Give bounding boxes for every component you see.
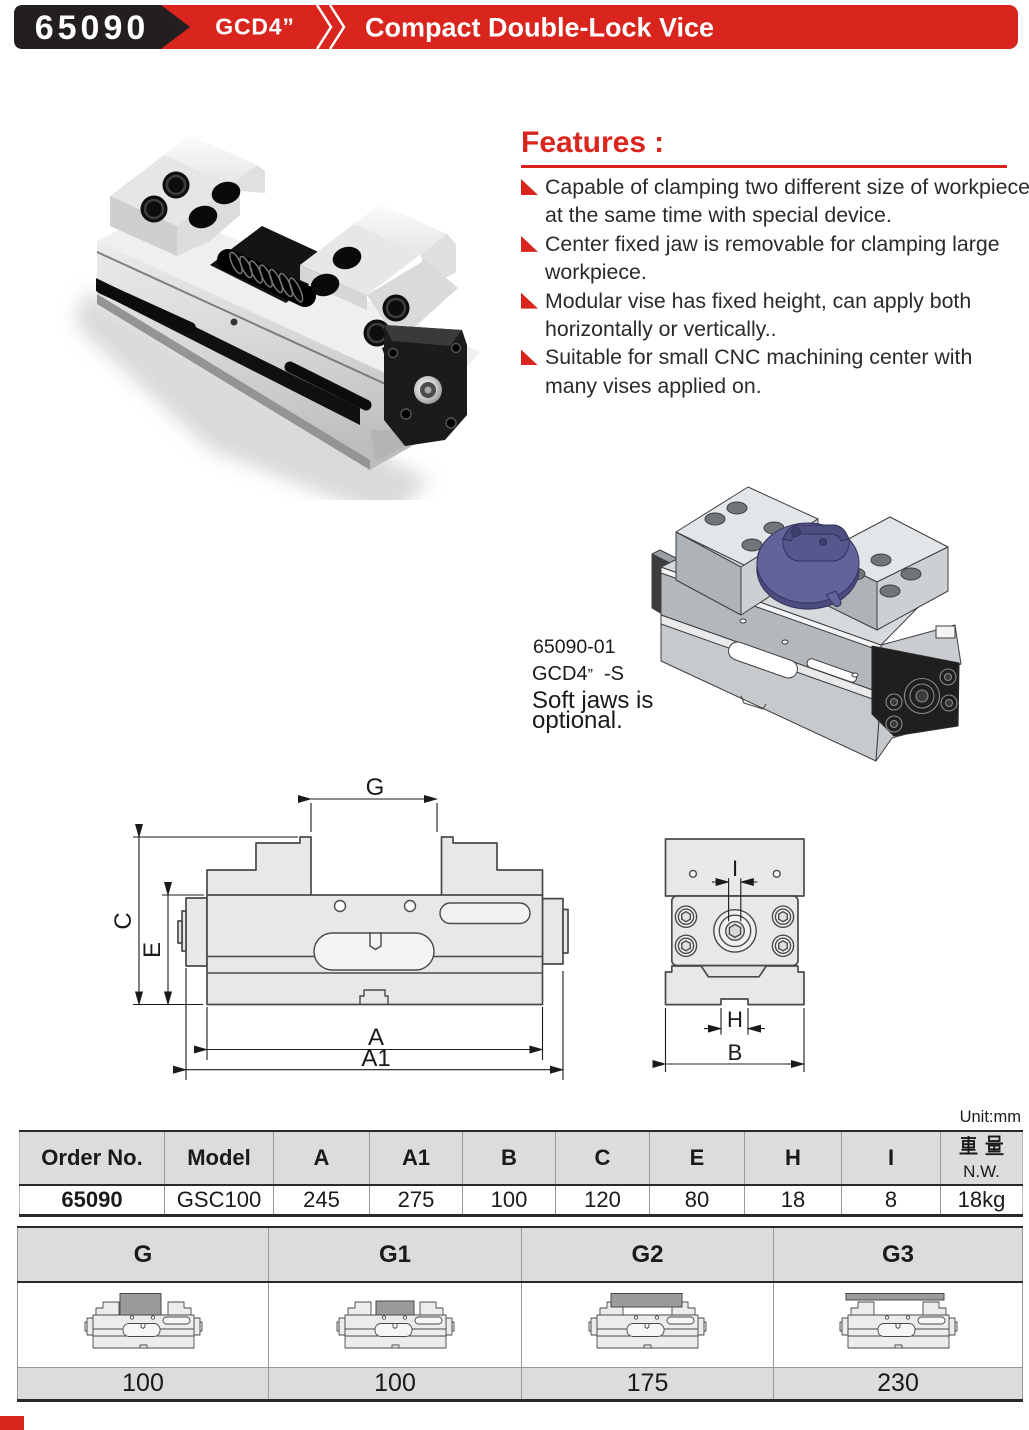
svg-text:G: G <box>366 775 385 801</box>
svg-text:C: C <box>110 912 137 929</box>
svg-text:A: A <box>368 1024 384 1051</box>
svg-text:GCD4”: GCD4” <box>215 14 294 40</box>
svg-text:65090: 65090 <box>35 9 150 47</box>
svg-text:B: B <box>728 1040 743 1065</box>
svg-text:H: H <box>727 1007 743 1032</box>
svg-text:E: E <box>139 942 166 958</box>
svg-text:I: I <box>732 856 738 881</box>
svg-text:Compact Double-Lock Vice: Compact Double-Lock Vice <box>365 13 714 43</box>
svg-text:A1: A1 <box>361 1045 390 1072</box>
